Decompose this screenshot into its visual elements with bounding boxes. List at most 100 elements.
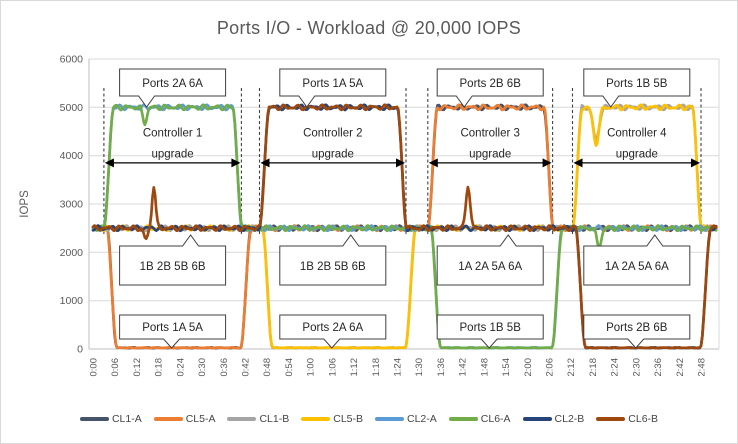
callout-bottom-label: Ports 2B 6B xyxy=(606,322,668,334)
x-tick-label: 0:00 xyxy=(89,358,100,377)
callout-top-box xyxy=(279,68,387,108)
arrowhead-right-icon xyxy=(542,158,552,168)
x-tick-label: 1:12 xyxy=(349,358,360,377)
legend-item-CL5-A: CL5-A xyxy=(153,413,216,425)
legend-item-CL1-B: CL1-B xyxy=(227,413,289,425)
callout-top-label: Ports 1B 5B xyxy=(606,78,668,90)
legend-item-CL1-A: CL1-A xyxy=(79,413,142,425)
arrowhead-left-icon xyxy=(104,158,114,168)
x-tick-label: 2:36 xyxy=(653,358,664,377)
x-tick-label: 1:24 xyxy=(393,358,404,377)
legend-item-CL6-B: CL6-B xyxy=(596,413,658,425)
y-tick-label: 1000 xyxy=(60,295,84,307)
y-tick-label: 6000 xyxy=(60,54,84,66)
x-tick-label: 0:06 xyxy=(110,358,121,377)
x-tick-label: 2:30 xyxy=(631,358,642,377)
callout-top-label: Ports 2A 6A xyxy=(142,78,203,90)
upgrade-label-line1: Controller 4 xyxy=(607,128,667,140)
legend-label: CL6-B xyxy=(628,413,659,425)
arrowhead-left-icon xyxy=(260,158,270,168)
callout-mid-label: 1B 2B 5B 6B xyxy=(140,261,206,273)
chart-legend: CL1-A CL5-A CL1-B CL5-B CL2-A CL6-A CL2-B CL6-B xyxy=(1,407,737,431)
legend-swatch-icon xyxy=(79,417,109,421)
legend-label: CL1-A xyxy=(111,413,142,425)
callout-bottom-box xyxy=(119,314,227,349)
x-tick-label: 2:42 xyxy=(675,358,686,377)
y-tick-label: 5000 xyxy=(60,102,84,114)
y-tick-label: 4000 xyxy=(60,150,84,162)
series-line-CL2-A xyxy=(91,103,718,350)
callout-mid-box xyxy=(436,234,544,286)
callout-top-label: Ports 2B 6B xyxy=(460,78,522,90)
callout-mid-label: 1A 2A 5A 6A xyxy=(605,261,669,273)
x-tick-label: 0:54 xyxy=(284,358,295,377)
x-tick-label: 2:06 xyxy=(545,358,556,377)
x-tick-label: 1:06 xyxy=(327,358,338,377)
section-1-annotations: Controller 1 upgrade Ports 2A 6A 1B 2B 5B 6… xyxy=(104,68,241,349)
callout-top-box xyxy=(436,68,544,108)
y-axis-title: IOPS xyxy=(19,190,31,218)
legend-item-CL5-B: CL5-B xyxy=(301,413,363,425)
legend-item-CL2-B: CL2-B xyxy=(522,413,585,425)
arrowhead-right-icon xyxy=(231,158,241,168)
x-tick-label: 2:00 xyxy=(523,358,534,377)
callout-mid-box xyxy=(279,234,387,286)
callout-bottom-label: Ports 1B 5B xyxy=(460,322,522,334)
callout-mid-label: 1A 2A 5A 6A xyxy=(458,261,522,273)
x-tick-label: 0:48 xyxy=(262,358,273,377)
x-tick-label: 1:54 xyxy=(501,358,512,377)
callout-bottom-label: Ports 1A 5A xyxy=(142,322,203,334)
legend-swatch-icon xyxy=(301,417,331,421)
upgrade-window-boundaries xyxy=(103,88,702,234)
x-tick-label: 0:24 xyxy=(175,358,186,377)
arrowhead-left-icon xyxy=(573,158,583,168)
legend-label: CL5-B xyxy=(333,413,363,425)
y-tick-label: 3000 xyxy=(60,199,84,211)
callout-top-box xyxy=(119,68,227,108)
legend-label: CL1-B xyxy=(259,413,290,425)
callout-bottom-box xyxy=(436,314,544,349)
upgrade-label-line1: Controller 3 xyxy=(460,128,519,140)
y-axis-labels: 0 1000 2000 3000 4000 5000 6000 xyxy=(60,54,84,356)
legend-swatch-icon xyxy=(227,417,257,421)
x-tick-label: 2:48 xyxy=(697,358,708,377)
x-tick-label: 2:24 xyxy=(610,358,621,377)
arrowhead-left-icon xyxy=(428,158,438,168)
upgrade-label-line1: Controller 2 xyxy=(303,128,362,140)
x-tick-label: 1:36 xyxy=(436,358,447,377)
legend-swatch-icon xyxy=(375,417,404,421)
callout-bottom-box xyxy=(279,314,387,349)
x-tick-label: 2:18 xyxy=(588,358,599,377)
callout-mid-box xyxy=(119,234,227,286)
arrowhead-right-icon xyxy=(396,158,405,168)
series-lines xyxy=(91,103,718,350)
callout-bottom-box xyxy=(583,314,691,349)
arrowhead-right-icon xyxy=(691,158,700,168)
callout-top-label: Ports 1A 5A xyxy=(302,78,363,90)
chart-title: Ports I/O - Workload @ 20,000 IOPS xyxy=(216,18,522,38)
legend-swatch-icon xyxy=(522,417,552,421)
legend-item-CL6-A: CL6-A xyxy=(448,413,511,425)
x-tick-label: 1:42 xyxy=(458,358,469,377)
legend-label: CL2-A xyxy=(407,413,437,425)
upgrade-label-line2: upgrade xyxy=(151,149,193,161)
x-tick-label: 1:00 xyxy=(306,358,317,377)
legend-swatch-icon xyxy=(448,417,478,421)
legend-label: CL2-B xyxy=(554,413,585,425)
y-tick-label: 0 xyxy=(77,344,83,356)
x-tick-label: 1:30 xyxy=(414,358,425,377)
series-line-CL6-A xyxy=(91,103,718,350)
x-tick-label: 0:36 xyxy=(219,358,230,377)
upgrade-label-line1: Controller 1 xyxy=(143,128,202,140)
x-tick-label: 1:18 xyxy=(371,358,382,377)
legend-label: CL5-A xyxy=(185,413,216,425)
y-tick-label: 2000 xyxy=(60,247,84,259)
x-tick-label: 0:18 xyxy=(154,358,165,377)
x-tick-label: 2:12 xyxy=(566,358,577,377)
callout-bottom-label: Ports 2A 6A xyxy=(302,322,363,334)
upgrade-label-line2: upgrade xyxy=(616,149,658,161)
